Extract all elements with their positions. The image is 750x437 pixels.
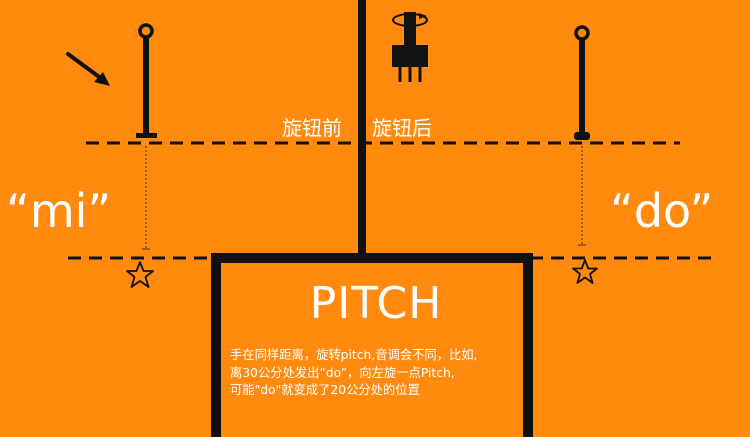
arrow-icon [66,52,110,86]
antenna-before [136,23,157,138]
note-mi: “mi” [6,184,112,238]
box-title: PITCH [309,278,443,329]
description-line: 可能"do"就变成了20公分处的位置 [230,383,420,397]
star-icon-left [126,261,154,288]
star-icon-right [572,259,598,284]
pitch-box [211,253,533,437]
label-before: 旋钮前 [282,116,342,140]
note-do: “do” [610,184,714,238]
antenna-after [574,25,590,140]
description-line: 手在同样距离，旋转pitch,音调会不同，比如, [230,348,478,362]
description-line: 离30公分处发出“do”，向左旋一点Pitch, [230,365,455,380]
knob-icon [392,12,428,82]
box-description: 手在同样距离，旋转pitch,音调会不同，比如, 离30公分处发出“do”，向左… [230,347,530,400]
label-after: 旋钮后 [372,116,432,140]
